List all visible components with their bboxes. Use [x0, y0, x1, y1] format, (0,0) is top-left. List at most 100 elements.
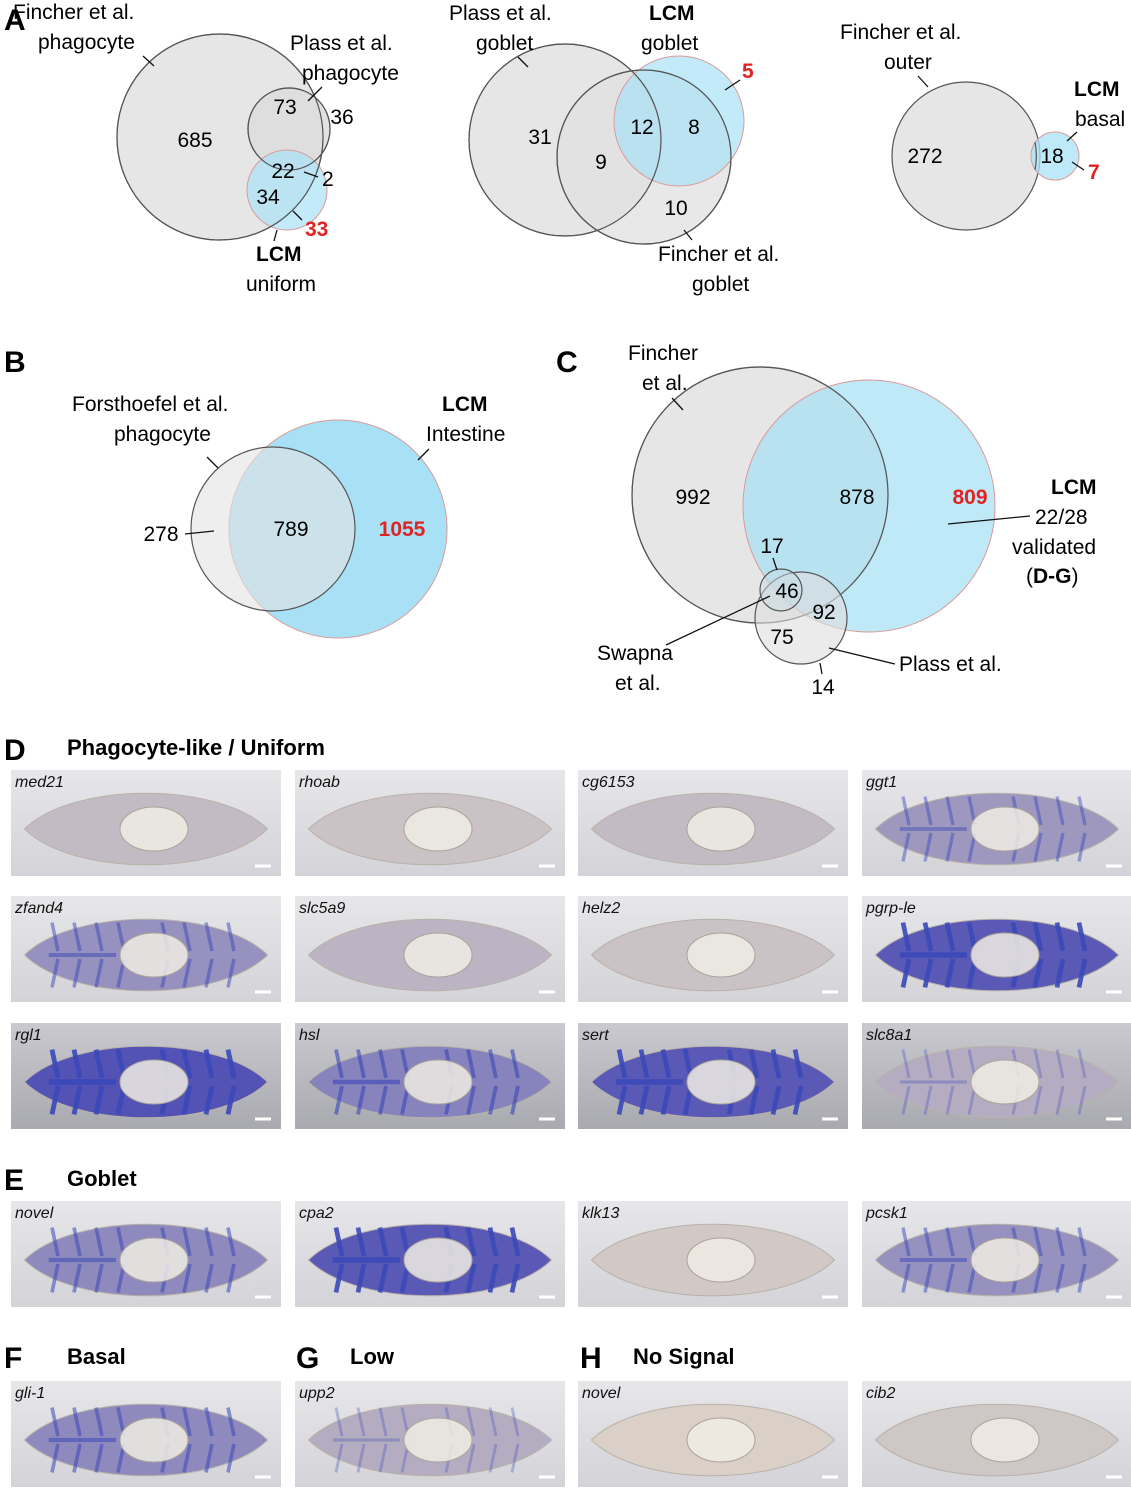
intestine-branch	[901, 796, 911, 862]
label-plass-1: Plass et al.	[449, 2, 552, 25]
micrograph-tile: slc8a1	[862, 1023, 1131, 1129]
intestine-branch	[72, 922, 82, 988]
gene-label: rgl1	[15, 1027, 42, 1044]
intestine-branch	[510, 1407, 520, 1473]
intestine-branch	[1077, 796, 1087, 862]
section-title-d: Phagocyte-like / Uniform	[67, 735, 325, 760]
count: 878	[839, 486, 874, 509]
circle-lcm-basal	[1030, 131, 1080, 181]
micrograph-tile: ggt1	[862, 770, 1131, 876]
pharynx	[970, 1417, 1040, 1463]
intestine-branch	[182, 922, 192, 988]
intestine-branch	[1077, 1049, 1087, 1115]
intestine-branch	[225, 1049, 237, 1115]
intestine-branch	[378, 1407, 388, 1473]
intestine-branch	[792, 1049, 804, 1115]
micrograph-tile: sert	[578, 1023, 848, 1129]
panel-letter-c: C	[556, 346, 578, 379]
intestine-branch	[660, 1049, 672, 1115]
intestine-branch	[945, 1049, 955, 1115]
count: 10	[664, 197, 687, 220]
micrograph-tile: rgl1	[11, 1023, 281, 1129]
label-fincher-1: Fincher et al.	[658, 243, 779, 266]
intestine-branch	[71, 1049, 83, 1115]
label-lcm: LCM	[442, 393, 488, 416]
count: 9	[595, 151, 607, 174]
intestine-branch	[638, 1049, 650, 1115]
intestine-branch	[509, 1227, 521, 1293]
micrograph-tile: gli-1	[11, 1381, 281, 1487]
pharynx	[403, 932, 473, 978]
pharynx	[686, 1417, 756, 1463]
intestine-branch	[50, 1407, 60, 1473]
section-title-e: Goblet	[67, 1166, 137, 1191]
gene-label: slc5a9	[299, 900, 345, 917]
intestine-branch	[94, 922, 104, 988]
label-plass-2: goblet	[476, 32, 533, 55]
intestine-branch	[1033, 1049, 1043, 1115]
micrograph-tile: rhoab	[295, 770, 565, 876]
micrograph-tile: hsl	[295, 1023, 565, 1129]
intestine-branch	[466, 1049, 476, 1115]
intestine-branch	[945, 796, 955, 862]
panel-letter-d: D	[4, 734, 26, 767]
label-lcm-2: uniform	[246, 273, 316, 296]
gene-label: sert	[582, 1027, 609, 1044]
pharynx	[119, 1417, 189, 1463]
section-title-f: Basal	[67, 1344, 126, 1369]
intestine-branch	[356, 1407, 366, 1473]
intestine-branch	[923, 1049, 933, 1115]
micrograph-tile: cib2	[862, 1381, 1131, 1487]
label-fincher-2: phagocyte	[38, 31, 135, 54]
intestine-branch	[1054, 922, 1066, 988]
micrograph-tile: upp2	[295, 1381, 565, 1487]
panel-letter-h: H	[580, 1342, 602, 1375]
intestine-branch	[923, 1227, 933, 1293]
intestine-branch	[923, 796, 933, 862]
label-fincher-2: goblet	[692, 273, 749, 296]
label-plass: Plass et al.	[899, 653, 1002, 676]
intestine-branch	[488, 1049, 498, 1115]
count: 278	[143, 523, 178, 546]
pharynx	[119, 932, 189, 978]
gene-label: novel	[582, 1385, 621, 1402]
gene-label: ggt1	[866, 774, 897, 791]
intestine-branch	[204, 1407, 214, 1473]
count: 75	[770, 626, 793, 649]
gene-label: slc8a1	[866, 1027, 912, 1044]
pharynx	[970, 1237, 1040, 1283]
label-swapna-2: et al.	[615, 672, 661, 695]
count: 34	[256, 186, 280, 209]
pharynx	[970, 932, 1040, 978]
count: 36	[330, 106, 353, 129]
intestine-branch	[1077, 1227, 1087, 1293]
label-fincher-2: outer	[884, 51, 932, 74]
pharynx	[119, 806, 189, 852]
micrograph-tile: cpa2	[295, 1201, 565, 1307]
intestine-branch	[378, 1049, 388, 1115]
venn-a3: Fincher et al. outer LCM basal 272 18 7	[840, 21, 1125, 231]
gene-label: cg6153	[582, 774, 635, 791]
circle-swapna	[759, 568, 803, 612]
gene-label: med21	[15, 774, 64, 791]
venn-c: Fincher et al. LCM 22/28 validated (D-G)…	[597, 342, 1097, 699]
count: 12	[630, 116, 653, 139]
intestine-branch	[487, 1227, 499, 1293]
label-swapna-1: Swapna	[597, 642, 673, 665]
pharynx	[403, 1237, 473, 1283]
label-lcm: LCM	[1074, 78, 1120, 101]
micrograph-tile: helz2	[578, 896, 848, 1002]
intestine-branch	[204, 922, 214, 988]
pharynx	[119, 1237, 189, 1283]
intestine-branch	[488, 1407, 498, 1473]
count: 992	[675, 486, 710, 509]
label-fincher-2: et al.	[642, 372, 688, 395]
panel-letter-f: F	[4, 1342, 22, 1375]
intestine-branch	[94, 1227, 104, 1293]
label-fincher-1: Fincher et al.	[13, 1, 134, 24]
intestine-branch	[182, 1407, 192, 1473]
micrograph-tile: cg6153	[578, 770, 848, 876]
intestine-branch	[333, 1227, 345, 1293]
circle-lcm-uniform	[246, 149, 328, 231]
